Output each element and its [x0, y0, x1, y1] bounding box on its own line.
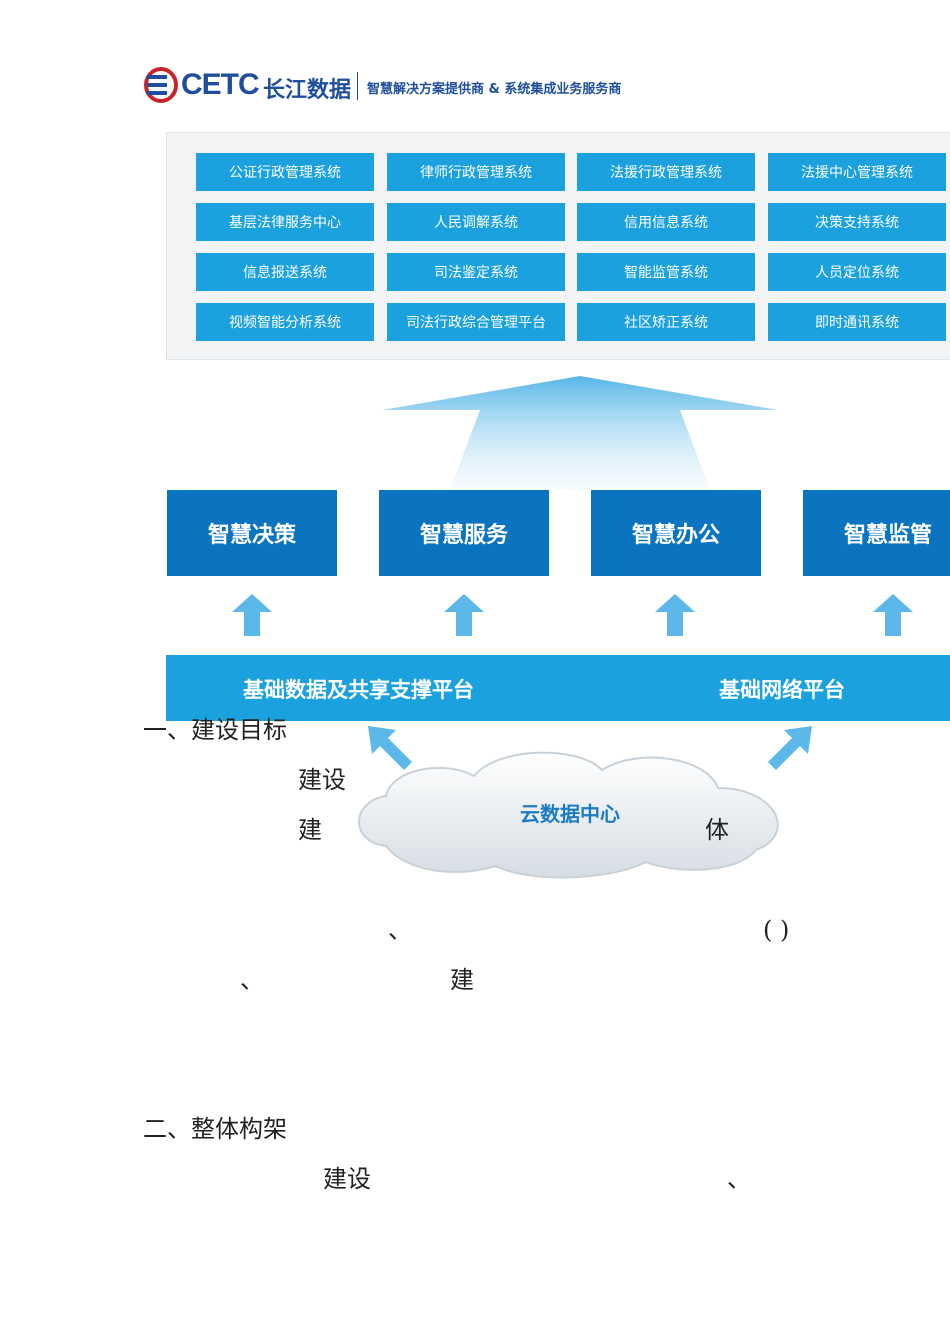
system-item: 律师行政管理系统	[387, 153, 565, 191]
system-item: 司法行政综合管理平台	[387, 303, 565, 341]
system-item: 公证行政管理系统	[196, 153, 374, 191]
system-item: 信息报送系统	[196, 253, 374, 291]
system-item: 人员定位系统	[768, 253, 946, 291]
cetc-emblem-icon	[144, 67, 178, 103]
platform-left-label: 基础数据及共享支撑平台	[243, 678, 474, 702]
up-arrow-icon	[444, 594, 484, 636]
system-item: 即时通讯系统	[768, 303, 946, 341]
smart-module: 智慧办公	[591, 490, 761, 576]
system-item: 人民调解系统	[387, 203, 565, 241]
text-fragment: 建	[298, 816, 322, 844]
system-item: 基层法律服务中心	[196, 203, 374, 241]
up-arrow-icon	[655, 594, 695, 636]
system-item: 法援中心管理系统	[768, 153, 946, 191]
systems-panel: 公证行政管理系统 律师行政管理系统 法援行政管理系统 法援中心管理系统 基层法律…	[166, 132, 950, 360]
system-item: 决策支持系统	[768, 203, 946, 241]
diagonal-arrow-icon	[768, 726, 812, 770]
diagonal-arrow-icon	[368, 726, 412, 770]
system-item: 司法鉴定系统	[387, 253, 565, 291]
platform-right-label: 基础网络平台	[719, 678, 845, 702]
system-item: 视频智能分析系统	[196, 303, 374, 341]
system-item: 智能监管系统	[577, 253, 755, 291]
logo-tagline: 智慧解决方案提供商 & 系统集成业务服务商	[367, 82, 622, 97]
funnel-arrow-icon	[382, 376, 778, 490]
text-fragment: 建设	[298, 766, 346, 794]
up-arrow-icon	[873, 594, 913, 636]
logo-divider	[357, 72, 358, 100]
up-arrow-icon	[232, 594, 272, 636]
logo-name: 长江数据	[263, 78, 352, 103]
logo-brand: CETC	[181, 68, 260, 101]
system-item: 信用信息系统	[577, 203, 755, 241]
text-fragment: 建设	[323, 1165, 371, 1193]
company-logo: CETC 长江数据 智慧解决方案提供商 & 系统集成业务服务商	[143, 66, 635, 104]
cloud-icon	[358, 751, 779, 879]
platform-bar: 基础数据及共享支撑平台 基础网络平台	[166, 655, 950, 721]
section-1-heading: 一、建设目标	[143, 716, 287, 744]
text-fragment: 、	[240, 966, 264, 994]
text-fragment: 建	[450, 966, 474, 994]
text-fragment: 、	[388, 916, 412, 944]
section-2-heading: 二、整体构架	[143, 1115, 287, 1143]
smart-module: 智慧服务	[379, 490, 549, 576]
smart-module: 智慧决策	[167, 490, 337, 576]
system-item: 法援行政管理系统	[577, 153, 755, 191]
text-fragment: ( )	[763, 916, 790, 944]
smart-module: 智慧监管	[803, 490, 950, 576]
system-item: 社区矫正系统	[577, 303, 755, 341]
text-fragment: 体	[705, 816, 729, 844]
text-fragment: 、	[727, 1165, 751, 1193]
cloud-label: 云数据中心	[520, 802, 620, 826]
